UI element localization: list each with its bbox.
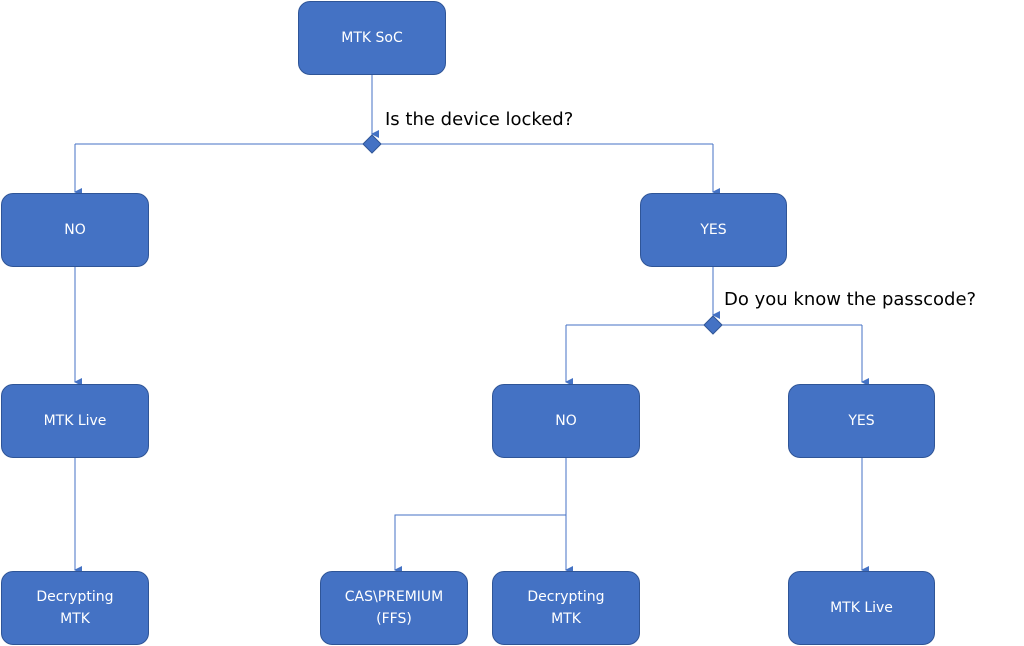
node-passcode-yes-mtk-live: MTK Live <box>788 571 935 645</box>
question-device-locked: Is the device locked? <box>385 109 574 130</box>
node-passcode-no-decrypting-mtk: Decrypting MTK <box>492 571 640 645</box>
node-cas-premium-ffs: CAS\PREMIUM (FFS) <box>320 571 468 645</box>
decision-diamond-locked <box>362 134 382 154</box>
node-unlocked-no: NO <box>1 193 149 267</box>
connector-no-to-cas <box>394 514 566 574</box>
node-mtk-soc: MTK SoC <box>298 1 446 75</box>
node-unlocked-decrypting-mtk: Decrypting MTK <box>1 571 149 645</box>
node-passcode-yes: YES <box>788 384 935 458</box>
question-know-passcode: Do you know the passcode? <box>724 289 977 310</box>
decision-diamond-passcode <box>703 315 723 335</box>
node-unlocked-mtk-live: MTK Live <box>1 384 149 458</box>
node-locked-yes: YES <box>640 193 787 267</box>
node-passcode-no: NO <box>492 384 640 458</box>
